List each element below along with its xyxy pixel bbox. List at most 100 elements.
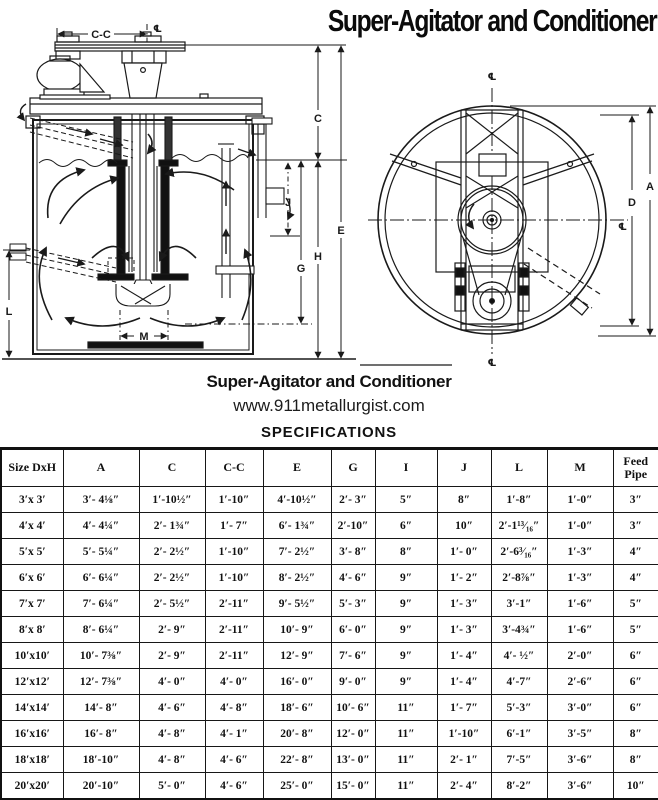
figure-caption: Super-Agitator and Conditioner — [206, 372, 452, 391]
dim-label-d: D — [628, 197, 636, 209]
table-row: 8′x 8′8′- 6¼″2′- 9″2′-11″10′- 9″6′- 0″9″… — [0, 616, 658, 643]
column-header: L — [490, 448, 548, 487]
table-cell: 1′- 7″ — [436, 694, 492, 721]
table-cell: 1′-10″ — [204, 486, 264, 513]
table-cell: 3′- 4⅛″ — [62, 486, 140, 513]
dim-label-m: M — [139, 331, 148, 343]
table-cell: 1′-0″ — [546, 486, 614, 513]
table-cell: 6″ — [374, 512, 438, 539]
table-row: 18′x18′18′-10″4′- 8″4′- 6″22′- 8″13′- 0″… — [0, 746, 658, 773]
dimension-labels-top: ℄ ℄ ℄ A D — [488, 72, 655, 369]
table-cell: 5′- 0″ — [138, 772, 206, 800]
table-cell: 1′- 4″ — [436, 668, 492, 695]
table-cell: 2′-11″ — [204, 616, 264, 643]
table-cell: 3′x 3′ — [0, 486, 64, 513]
table-cell: 12′- 7⅜″ — [62, 668, 140, 695]
table-cell: 22′- 8″ — [262, 746, 332, 773]
table-cell: 6″ — [612, 694, 658, 721]
table-cell: 2′- 3″ — [330, 486, 376, 513]
table-cell: 1′- 0″ — [436, 538, 492, 565]
dim-label-e: E — [337, 225, 344, 237]
table-cell: 6′- 6¼″ — [62, 564, 140, 591]
table-cell: 12′- 0″ — [330, 720, 376, 747]
table-cell: 5′x 5′ — [0, 538, 64, 565]
table-row: 4′x 4′4′- 4¼″2′- 1¾″1′- 7″6′- 1¾″2′-10″6… — [0, 512, 658, 539]
table-cell: 5″ — [612, 616, 658, 643]
dimension-labels: C-C ℄ C E H G J L M — [6, 24, 345, 343]
table-cell: 4′- 8″ — [138, 746, 206, 773]
dim-label-g: G — [297, 263, 306, 275]
table-cell: 5′- 3″ — [330, 590, 376, 617]
table-row: 12′x12′12′- 7⅜″4′- 0″4′- 0″16′- 0″9′- 0″… — [0, 668, 658, 695]
table-cell: 5′- 5¼″ — [62, 538, 140, 565]
table-cell: 1′- 3″ — [436, 616, 492, 643]
table-row: 5′x 5′5′- 5¼″2′- 2½″1′-10″7′- 2½″3′- 8″8… — [0, 538, 658, 565]
table-cell: 1′-8″ — [490, 486, 548, 513]
table-cell: 6′- 0″ — [330, 616, 376, 643]
agitator-mechanism — [38, 114, 295, 307]
dim-label-a: A — [646, 181, 654, 193]
table-cell: 20′x20′ — [0, 772, 64, 800]
table-cell: 10″ — [612, 772, 658, 800]
table-cell: 9″ — [374, 668, 438, 695]
table-cell: 6″ — [612, 642, 658, 669]
table-cell: 11″ — [374, 720, 438, 747]
table-row: 3′x 3′3′- 4⅛″1′-10½″1′-10″4′-10½″2′- 3″5… — [0, 486, 658, 513]
table-row: 20′x20′20′-10″5′- 0″4′- 6″25′- 0″15′- 0″… — [0, 772, 658, 800]
side-view-diagram: C-C ℄ C E H G J L M — [2, 24, 356, 360]
table-cell: 9″ — [374, 590, 438, 617]
table-cell: 5″ — [374, 486, 438, 513]
dimension-lines-top — [510, 105, 656, 337]
table-cell: 10′x10′ — [0, 642, 64, 669]
table-cell: 4″ — [612, 538, 658, 565]
top-view-diagram: ℄ ℄ ℄ A D — [360, 72, 656, 369]
table-cell: 12′x12′ — [0, 668, 64, 695]
table-cell: 9″ — [374, 642, 438, 669]
table-cell: 1′-10″ — [436, 720, 492, 747]
table-cell: 3″ — [612, 486, 658, 513]
table-cell: 6″ — [612, 668, 658, 695]
tank-structure — [2, 93, 356, 360]
dim-label-l: L — [6, 306, 13, 318]
table-cell: 2′-10″ — [330, 512, 376, 539]
centerline-symbol-top: ℄ — [488, 72, 497, 83]
dim-label-c: C — [314, 113, 322, 125]
column-header: I — [374, 448, 438, 487]
table-cell: 18′x18′ — [0, 746, 64, 773]
table-cell: 16′x16′ — [0, 720, 64, 747]
column-header: C-C — [204, 448, 264, 487]
table-cell: 4′- ½″ — [490, 642, 548, 669]
table-row: 6′x 6′6′- 6¼″2′- 2½″1′-10″8′- 2½″4′- 6″9… — [0, 564, 658, 591]
centerline-symbol-bottom: ℄ — [488, 358, 497, 369]
table-cell: 8″ — [436, 486, 492, 513]
table-cell: 8″ — [612, 720, 658, 747]
column-header: J — [436, 448, 492, 487]
table-cell: 2′- 2½″ — [138, 564, 206, 591]
table-cell: 9″ — [374, 616, 438, 643]
table-cell: 14′- 8″ — [62, 694, 140, 721]
table-cell: 25′- 0″ — [262, 772, 332, 800]
table-cell: 1′-10″ — [204, 538, 264, 565]
table-cell: 1′-6″ — [546, 616, 614, 643]
table-cell: 3′-5″ — [546, 720, 614, 747]
table-row: 10′x10′10′- 7⅜″2′- 9″2′-11″12′- 9″7′- 6″… — [0, 642, 658, 669]
table-cell: 6′-1″ — [490, 720, 548, 747]
table-cell: 10′- 9″ — [262, 616, 332, 643]
table-cell: 3′-4¾″ — [490, 616, 548, 643]
table-cell: 2′-6″ — [546, 668, 614, 695]
table-cell: 10′- 6″ — [330, 694, 376, 721]
flow-arrows — [38, 133, 253, 327]
table-cell: 3′- 8″ — [330, 538, 376, 565]
table-cell: 11″ — [374, 746, 438, 773]
table-cell: 15′- 0″ — [330, 772, 376, 800]
table-cell: 1′- 7″ — [204, 512, 264, 539]
table-cell: 4′-10½″ — [262, 486, 332, 513]
dim-label-cc: C-C — [91, 29, 111, 41]
column-header: A — [62, 448, 140, 487]
table-cell: 4′- 6″ — [138, 694, 206, 721]
website-url[interactable]: www.911metallurgist.com — [233, 396, 425, 415]
table-row: 14′x14′14′- 8″4′- 6″4′- 8″18′- 6″10′- 6″… — [0, 694, 658, 721]
pulley-drive — [454, 185, 601, 321]
table-cell: 1′-6″ — [546, 590, 614, 617]
